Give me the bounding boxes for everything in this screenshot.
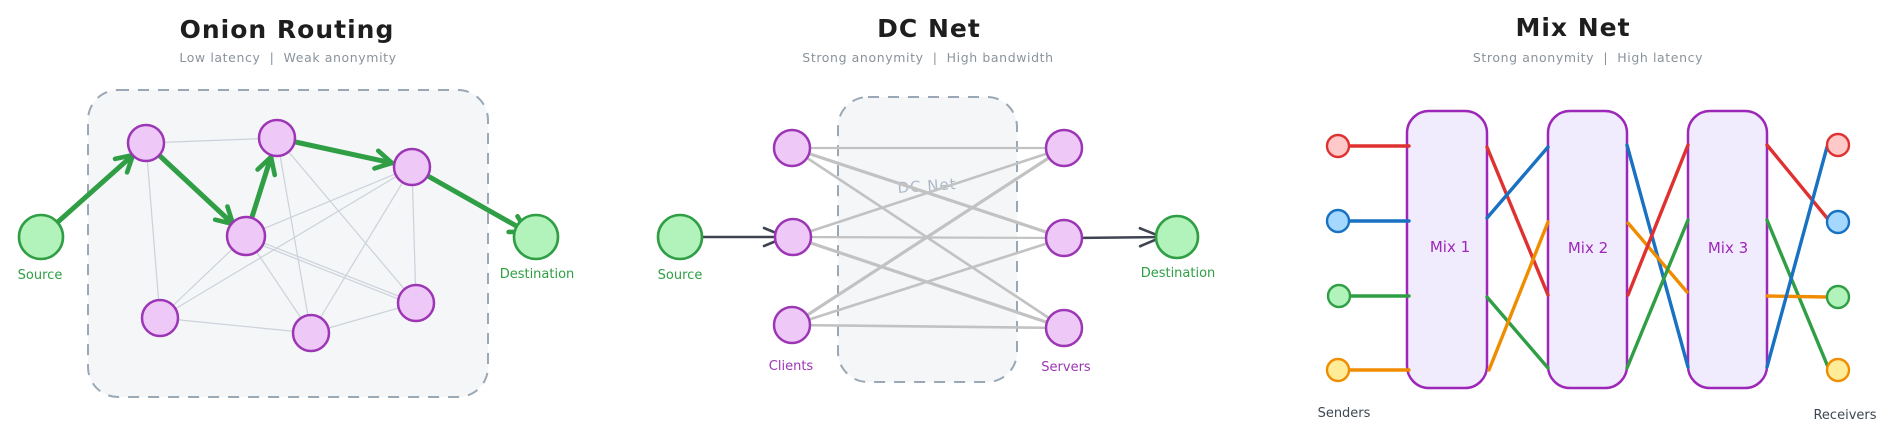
panel-title: Onion Routing [180,15,395,44]
mesh-edge [145,142,161,319]
mix2-label: Mix 2 [1568,239,1608,257]
dc-net-boundary [837,96,1018,383]
receiver-node-orange [1825,357,1851,383]
panel-subtitle: Strong anonymity | High bandwidth [802,50,1053,65]
sender-nodes [1325,133,1352,383]
relay-node [140,298,180,338]
path-arrow-relay3-to-relay4 [274,135,397,171]
flows-senders-to-mix1 [1347,144,1411,372]
client-node [772,305,812,345]
flow-orange [1626,221,1689,294]
mix1-label: Mix 1 [1430,238,1470,256]
mesh-edge [245,166,413,237]
mesh-edge [245,235,417,304]
destination-label: Destination [1141,266,1216,281]
flow-red [1626,143,1690,297]
panel-subtitle: Low latency | Weak anonymity [179,50,396,65]
flows-mix1-to-mix2 [1485,145,1550,372]
panel-subtitle: Strong anonymity | High latency [1473,50,1703,65]
source-node [17,213,65,261]
flow-orange [1487,220,1550,372]
link-edge [791,146,1065,327]
relay-nodes [126,118,436,353]
panel-title: Mix Net [1515,13,1630,42]
destination-node [512,213,560,261]
source-node [656,213,704,261]
dc-net-links [791,146,1065,330]
mesh-edge [276,137,312,334]
link-edge [792,146,1065,239]
flow-green [1765,218,1830,369]
sender-node-red [1325,133,1351,159]
relay-node [392,147,432,187]
mix3-label: Mix 3 [1708,239,1748,257]
server-nodes [1044,128,1084,348]
server-node [1044,128,1084,168]
sender-node-blue [1325,208,1351,234]
mesh-edge [145,137,278,144]
receiver-nodes [1825,132,1851,383]
flows-mix3-to-receivers [1765,143,1830,369]
receiver-node-red [1825,132,1851,158]
path-arrow-relay1-to-relay2 [143,140,237,228]
source-label: Source [18,268,63,283]
client-node [773,217,813,257]
dc-net-watermark: DC Net [897,175,957,197]
relay-node [396,283,436,323]
relay-node [225,215,267,257]
flow-red [1485,145,1550,297]
path-arrow-relay4-to-destination [409,164,532,235]
sender-node-green [1326,283,1352,309]
relay-node [257,118,297,158]
servers-label: Servers [1041,360,1091,375]
server-node [1044,308,1084,348]
link-edge [791,236,1065,327]
mesh-edge [276,137,417,304]
flow-blue [1485,145,1550,220]
mix-box-2 [1546,109,1629,390]
senders-label: Senders [1318,406,1371,421]
mesh-edge [159,166,413,319]
sender-node-orange [1325,357,1351,383]
link-edge [791,323,1065,330]
client-node [772,128,812,168]
mesh-edge [245,238,417,307]
mesh-edge [310,166,413,334]
flow-red [1765,143,1829,220]
clients-label: Clients [769,359,814,374]
flow-green [1625,218,1690,370]
relay-node [291,313,331,353]
flow-blue [1765,145,1829,369]
receivers-label: Receivers [1813,408,1876,423]
destination-label: Destination [500,267,575,282]
arrow-server-to-destination [1071,226,1166,248]
panel-dc-net: DC Net Strong anonymity | High bandwidth… [656,14,1216,383]
client-nodes [772,128,813,345]
source-label: Source [658,268,703,283]
mix-box-3 [1686,109,1769,390]
panel-title: DC Net [877,14,981,43]
panel-mix-net: Mix Net Strong anonymity | High latency [1318,13,1877,423]
mix-box-1 [1405,109,1489,390]
destination-node [1154,214,1200,260]
panel-onion-routing: Onion Routing Low latency | Weak anonymi… [17,15,575,398]
mesh-edge [159,317,312,334]
mesh-edge [411,166,417,304]
receiver-node-blue [1825,209,1851,235]
flows-mix2-to-mix3 [1625,143,1690,370]
receiver-node-green [1825,284,1851,310]
relay-node [126,123,166,163]
relay-mesh-edges [145,137,417,334]
flow-orange [1765,294,1829,299]
server-node [1044,218,1084,258]
flow-green [1485,295,1550,370]
